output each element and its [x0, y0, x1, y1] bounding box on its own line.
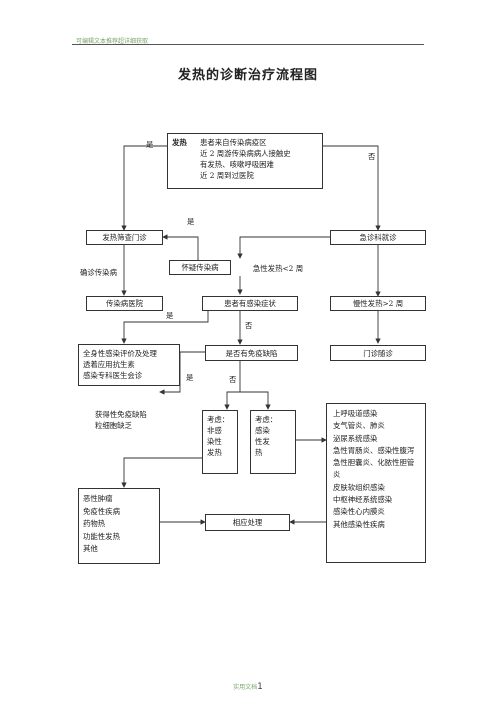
cause-item: 免疫性疾病 [83, 506, 120, 516]
infection-item: 中枢神经系统感染 [333, 495, 393, 505]
footer-text: 实用文档 [233, 684, 258, 691]
label-no-top: 否 [368, 152, 376, 161]
criteria-line: 近 2 周到过医院 [200, 171, 254, 180]
box-other-causes: 恶性肿瘤 免疫性疾病 药物热 功能性发热 其他 [78, 488, 160, 564]
infectious-line: 热 [255, 448, 263, 457]
label-no-immuno: 否 [229, 375, 237, 384]
evaluation-line: 全身性感染评价及处理 [83, 349, 157, 358]
label-yes-infection: 是 [166, 311, 174, 320]
cause-item: 其他 [83, 544, 98, 553]
infection-item: 泌尿系统感染 [333, 433, 378, 443]
connector-immuno-yes [159, 351, 205, 395]
label-yes-suspect: 是 [187, 217, 195, 226]
infection-item: 上呼吸道感染 [333, 409, 378, 418]
box-infectious-fever: 考虑： 感染 性发 热 [250, 410, 296, 474]
box-evaluation: 全身性感染评价及处理 透着应用抗生素 感染专科医生会诊 [78, 344, 180, 386]
infectious-line: 考虑： [255, 415, 278, 424]
infection-item: 皮肤软组织感染 [333, 482, 385, 492]
evaluation-line: 感染专科医生会诊 [83, 371, 143, 380]
connector-emergency-acute [237, 236, 330, 259]
box-immunodeficiency: 是否有免疫缺陷 [205, 345, 298, 361]
infection-item: 急性胃肠炎、感染性腹泻 [333, 445, 415, 455]
box-emergency: 急诊科就诊 [330, 230, 426, 245]
cause-item: 功能性发热 [83, 531, 120, 541]
noninfectious-line: 非感 [207, 426, 222, 435]
header-divider [72, 44, 424, 45]
label-no-infection: 否 [245, 321, 253, 330]
cause-item: 药物热 [83, 519, 106, 528]
connector-immuno-no-b [240, 391, 271, 410]
page-number: 1 [257, 682, 263, 692]
criteria-line: 患者来自传染病疫区 [200, 138, 267, 147]
infectious-line: 性发 [255, 437, 270, 446]
box-infection-signs: 患者有感染症状 [202, 296, 298, 311]
cause-item: 恶性肿瘤 [83, 494, 113, 503]
box-fever-criteria: 发热 患者来自传染病疫区 近 2 周游传染病病人接触史 有发热、咳嗽呼吸困难 近… [167, 133, 323, 189]
box-infectious-hospital: 传染病医院 [86, 296, 163, 311]
acquired-line: 获得性免疫缺陷 [95, 410, 147, 419]
infectious-line: 感染 [255, 426, 270, 435]
label-confirmed-infectious: 确诊传染病 [80, 268, 117, 277]
connector-suspect-screen [162, 234, 199, 260]
box-follow-up: 门诊随诊 [330, 345, 426, 361]
box-noninfectious-fever: 考虑： 非感 染性 发热 [202, 410, 238, 474]
acquired-line: 粒细胞缺乏 [95, 421, 132, 430]
noninfectious-line: 染性 [207, 437, 222, 446]
box-treatment: 相应处理 [205, 514, 290, 531]
infection-item: 急性胆囊炎、化脓性胆管炎 [333, 458, 415, 480]
noninfectious-line: 发热 [207, 448, 222, 457]
connector-top-yes [121, 145, 167, 231]
box-fever-head: 发热 [172, 138, 187, 147]
box-chronic-fever: 慢性发热>2 周 [330, 296, 426, 311]
page-title: 发热的诊断治疗流程图 [177, 68, 318, 83]
connector-top-no [323, 145, 381, 231]
box-acute-fever: 急性发热<2 周 [252, 263, 304, 273]
label-yes-top: 是 [146, 140, 154, 149]
label-yes-immuno: 是 [186, 373, 194, 382]
connector-immuno-no [224, 361, 241, 410]
criteria-line: 近 2 周游传染病病人接触史 [200, 149, 291, 158]
connector-signs-yes [121, 311, 209, 344]
infection-item: 其他感染性疾病 [333, 519, 385, 529]
criteria-line: 有发热、咳嗽呼吸困难 [200, 160, 274, 169]
infection-item: 支气管炎、肺炎 [333, 421, 385, 431]
evaluation-line: 透着应用抗生素 [83, 360, 135, 369]
box-suspect-infectious: 怀疑传染病 [169, 260, 231, 275]
page-header-text: 可编辑文本推荐超详细获取 [76, 38, 149, 45]
noninfectious-line: 考虑： [207, 415, 230, 424]
page-footer: 实用文档1 [0, 682, 496, 692]
box-infection-list: 上呼吸道感染 支气管炎、肺炎 泌尿系统感染 急性胃肠炎、感染性腹泻 急性胆囊炎、… [326, 403, 426, 563]
box-fever-screening: 发热筛查门诊 [86, 230, 163, 245]
box-acquired-immuno: 获得性免疫缺陷 粒细胞缺乏 [91, 406, 160, 440]
infection-item: 感染性心内膜炎 [333, 507, 385, 517]
